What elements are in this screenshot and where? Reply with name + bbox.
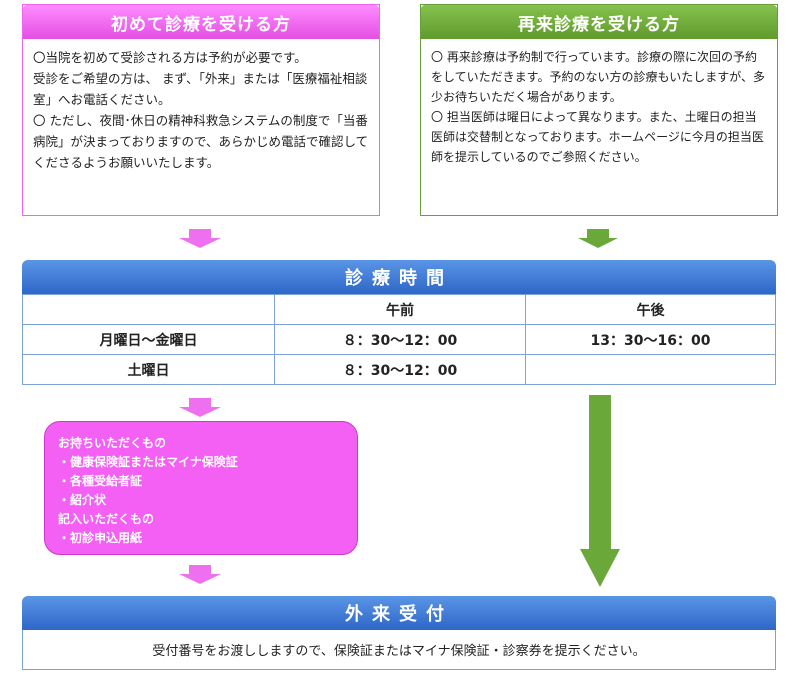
bring-items-box: お持ちいただくもの ・健康保険証またはマイナ保険証 ・各種受給者証 ・紹介状 記… [44, 421, 358, 555]
table-header-cell: 午前 [274, 294, 526, 325]
reception-body: 受付番号をお渡ししますので、保険証またはマイナ保険証・診察券を提示ください。 [22, 630, 776, 670]
return-visit-line: 〇 担当医師は曜日によって異なります。また、土曜日の担当医師は交替制となっており… [431, 110, 764, 164]
return-visit-body: 〇 再来診療は予約制で行っています。診療の際に次回の予約をしていただきます。予約… [421, 39, 777, 175]
table-header-cell [22, 294, 275, 325]
first-visit-box: 初めて診療を受ける方 〇当院を初めて受診される方は予約が必要です。 受診をご希望… [22, 4, 380, 216]
hours-title: 診療時間 [22, 260, 776, 294]
pink-down-arrow-icon [179, 398, 221, 418]
hours-table: 午前 午後 月曜日～金曜日 ８：30～12：00 13：30～16：00 土曜日… [22, 294, 776, 385]
fill-items-heading: 記入いただくもの [58, 512, 155, 526]
return-visit-title: 再来診療を受ける方 [421, 5, 777, 39]
pm-cell [525, 354, 776, 385]
pm-cell: 13：30～16：00 [525, 324, 776, 355]
am-cell: ８：30～12：00 [274, 354, 526, 385]
first-visit-body: 〇当院を初めて受診される方は予約が必要です。 受診をご希望の方は、 まず、「外来… [23, 39, 379, 181]
table-row: 月曜日～金曜日 ８：30～12：00 13：30～16：00 [22, 324, 776, 355]
first-visit-title: 初めて診療を受ける方 [23, 5, 379, 39]
bring-item: ・健康保険証またはマイナ保険証 [58, 455, 238, 469]
first-visit-line: 〇当院を初めて受診される方は予約が必要です。 [33, 50, 307, 65]
fill-item: ・初診申込用紙 [58, 531, 143, 545]
green-long-down-arrow-icon [580, 395, 620, 587]
first-visit-line: 〇 ただし、夜間･休日の精神科救急システムの制度で「当番病院」が決まっております… [33, 113, 369, 170]
day-cell: 土曜日 [22, 354, 275, 385]
return-visit-box: 再来診療を受ける方 〇 再来診療は予約制で行っています。診療の際に次回の予約をし… [420, 4, 778, 216]
green-down-arrow-icon [578, 229, 618, 249]
pink-down-arrow-icon [179, 565, 221, 585]
bring-item: ・紹介状 [58, 493, 107, 507]
bring-item: ・各種受給者証 [58, 474, 143, 488]
am-cell: ８：30～12：00 [274, 324, 526, 355]
reception-text: 受付番号をお渡ししますので、保険証またはマイナ保険証・診察券を提示ください。 [152, 644, 646, 659]
pink-down-arrow-icon [179, 229, 221, 249]
table-row: 土曜日 ８：30～12：00 [22, 354, 776, 385]
table-header-cell: 午後 [525, 294, 776, 325]
reception-title: 外来受付 [22, 596, 776, 630]
day-cell: 月曜日～金曜日 [22, 324, 275, 355]
table-header-row: 午前 午後 [22, 294, 776, 325]
bring-items-heading: お持ちいただくもの [58, 436, 167, 450]
return-visit-line: 〇 再来診療は予約制で行っています。診療の際に次回の予約をしていただきます。予約… [431, 50, 765, 104]
first-visit-line: 受診をご希望の方は、 まず、「外来」または「医療福祉相談室」へお電話ください。 [33, 71, 368, 107]
